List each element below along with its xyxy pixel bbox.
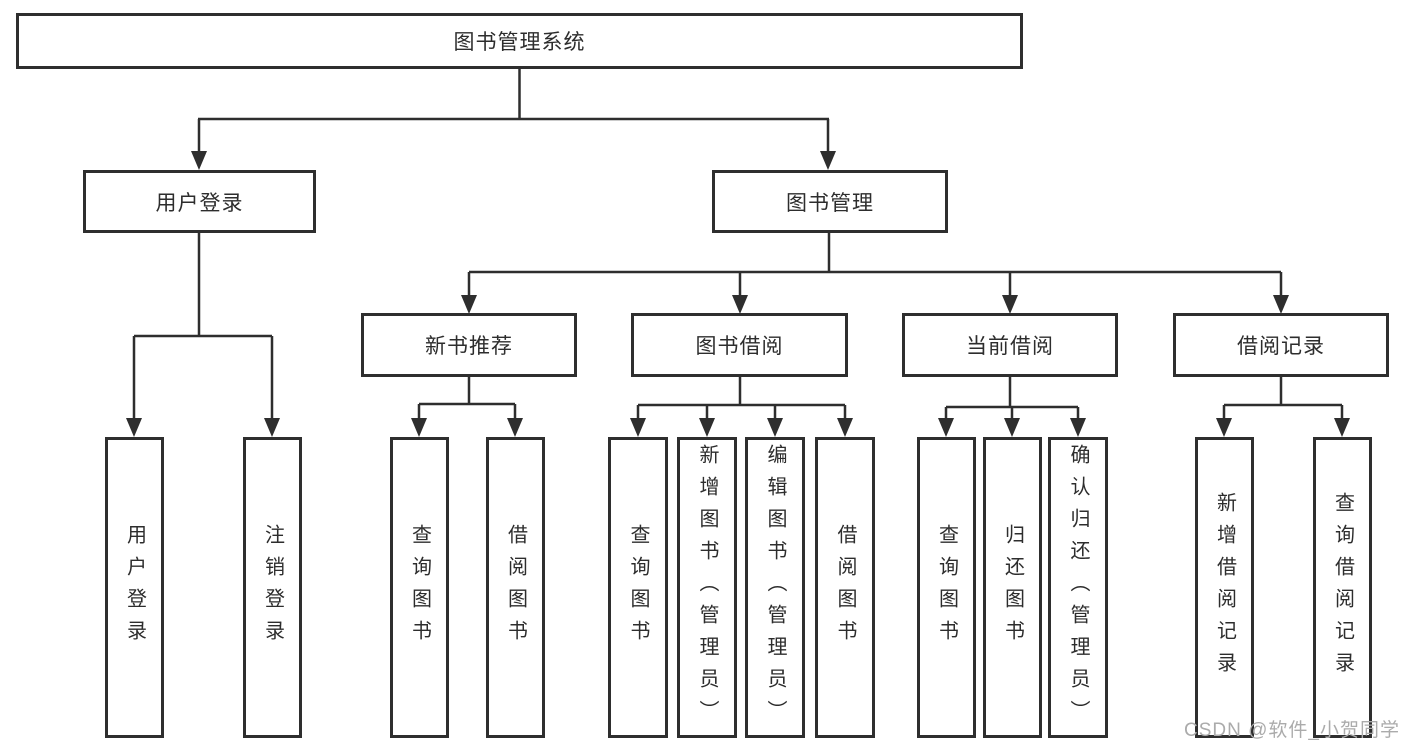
node-label: 借阅图书 (504, 523, 527, 652)
node-label: 注销登录 (261, 523, 284, 652)
node-label: 用户登录 (123, 523, 146, 652)
csdn-watermark: CSDN @软件_小贺同学 (1184, 720, 1400, 741)
leaf-confirm-return-admin: 确认归还（管理员） (1048, 437, 1108, 738)
leaf-add-book-admin: 新增图书（管理员） (677, 437, 737, 738)
node-current-borrowing: 当前借阅 (902, 313, 1118, 377)
node-borrowing-records: 借阅记录 (1173, 313, 1389, 377)
node-label: 编辑图书（管理员） (764, 443, 786, 732)
node-label: 确认归还（管理员） (1067, 443, 1089, 732)
node-label: 归还图书 (1001, 523, 1024, 652)
node-label: 新书推荐 (425, 335, 513, 358)
node-label: 查询图书 (627, 523, 649, 652)
node-label: 查询图书 (935, 523, 958, 652)
node-label: 图书管理系统 (453, 31, 586, 54)
leaf-borrow-books-borrowing: 借阅图书 (815, 437, 875, 738)
tree-edges (132, 68, 1344, 422)
node-label: 借阅记录 (1237, 335, 1325, 358)
leaf-query-borrow-record: 查询借阅记录 (1313, 437, 1372, 738)
node-label: 图书借阅 (695, 335, 784, 358)
node-book-management: 图书管理 (712, 170, 948, 233)
leaf-user-login: 用户登录 (105, 437, 164, 738)
node-new-book-recommend: 新书推荐 (361, 313, 577, 377)
node-label: 查询图书 (408, 523, 431, 652)
node-label: 新增图书（管理员） (696, 443, 718, 732)
node-label: 图书管理 (786, 191, 874, 215)
leaf-return-books: 归还图书 (983, 437, 1042, 738)
leaf-edit-book-admin: 编辑图书（管理员） (745, 437, 805, 738)
node-label: 当前借阅 (966, 335, 1054, 358)
node-user-login: 用户登录 (83, 170, 316, 233)
node-label: 用户登录 (155, 191, 244, 215)
node-book-borrowing: 图书借阅 (631, 313, 848, 377)
leaf-query-books-current: 查询图书 (917, 437, 976, 738)
leaf-borrow-books-recommend: 借阅图书 (486, 437, 545, 738)
leaf-logout-login: 注销登录 (243, 437, 302, 738)
node-root-system: 图书管理系统 (16, 13, 1023, 69)
node-label: 查询借阅记录 (1331, 491, 1354, 684)
leaf-query-books-recommend: 查询图书 (390, 437, 449, 738)
node-label: 新增借阅记录 (1213, 491, 1236, 684)
leaf-add-borrow-record: 新增借阅记录 (1195, 437, 1254, 738)
node-label: 借阅图书 (834, 523, 856, 652)
leaf-query-books-borrowing: 查询图书 (608, 437, 668, 738)
